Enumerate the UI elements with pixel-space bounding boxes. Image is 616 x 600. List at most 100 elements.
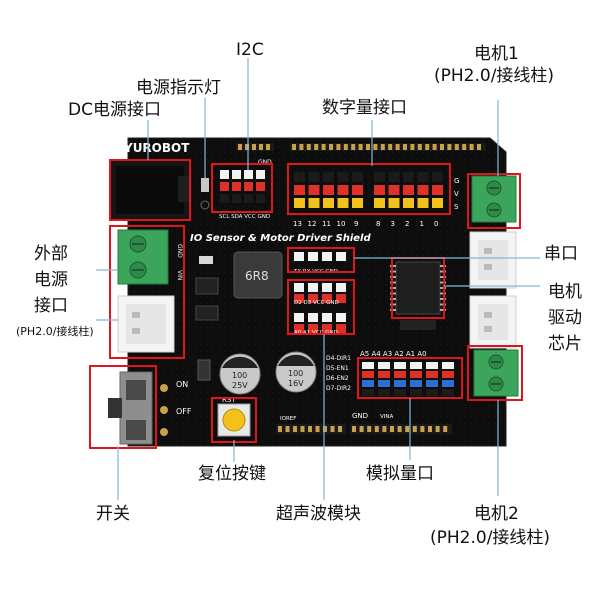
bottom-pin — [390, 426, 394, 432]
top-pin — [358, 144, 363, 150]
capacitor-25v: 100 25V — [219, 353, 261, 395]
label-driver-1: 电机 — [548, 282, 582, 302]
switch-knob[interactable] — [108, 398, 122, 418]
digital-pin — [374, 172, 385, 182]
digital-pin — [308, 198, 320, 208]
analog-pin — [394, 389, 406, 396]
ultrasonic-pin — [336, 294, 346, 303]
digital-number: 10 — [337, 220, 346, 228]
bottom-pin — [428, 426, 432, 432]
diode-2 — [197, 359, 211, 381]
label-ultrasonic: 超声波模块 — [276, 504, 361, 524]
ultrasonic-pin — [294, 283, 304, 292]
analog-pin — [362, 362, 374, 369]
hl-uart — [287, 247, 355, 273]
bottom-pin — [285, 426, 290, 432]
inductor-mark: 6R8 — [245, 269, 269, 283]
analog-pin — [378, 389, 390, 396]
bottom-pin — [397, 426, 402, 432]
reset-button[interactable] — [217, 403, 251, 437]
bottom-pin — [352, 426, 356, 432]
ioref-silk: IOREF — [280, 416, 296, 422]
bottom-pin — [323, 426, 327, 432]
digital-pin — [432, 198, 443, 208]
top-pin — [410, 144, 415, 150]
analog-pin — [426, 371, 438, 378]
ultrasonic-pin — [308, 294, 318, 303]
digital-pin — [403, 185, 414, 195]
analog-pin — [378, 380, 390, 387]
digital-number: 12 — [308, 220, 317, 228]
ultrasonic-pin — [322, 324, 332, 333]
analog-pin — [442, 362, 454, 369]
i2c-pin — [256, 182, 265, 191]
digital-pin — [337, 185, 349, 195]
top-pin — [380, 144, 385, 150]
digital-number: 0 — [434, 220, 438, 228]
top-pin — [336, 144, 341, 150]
ultrasonic-pin — [294, 294, 304, 303]
vina-silk: VINA — [380, 414, 393, 420]
top-pin — [259, 144, 263, 150]
uart-header — [294, 252, 346, 261]
power-switch[interactable] — [108, 371, 168, 445]
digital-pin — [308, 185, 320, 195]
i2c-pin — [220, 170, 229, 179]
motor-pin-label: D6-EN2 — [326, 375, 349, 382]
i2c-pin — [232, 170, 241, 179]
top-pin — [469, 144, 474, 150]
ext-power-terminal — [117, 229, 169, 285]
label-ext-power-2: 电源 — [34, 270, 68, 290]
top-pin — [395, 144, 400, 150]
label-ext-power-4: (PH2.0/接线柱) — [16, 325, 94, 338]
digital-pin — [308, 172, 320, 182]
analog-header-silk: A5 A4 A3 A2 A1 A0 — [360, 350, 427, 358]
label-ext-power-1: 外部 — [34, 244, 68, 264]
digital-pin — [294, 172, 305, 182]
hl-motor1 — [467, 173, 521, 229]
top-pin — [462, 144, 467, 150]
leader-lines — [96, 58, 540, 500]
digital-number: 8 — [376, 220, 380, 228]
digital-pin — [294, 198, 305, 208]
label-motor2-sub: (PH2.0/接线柱) — [430, 528, 551, 548]
motor1-terminal — [471, 175, 517, 223]
digital-pin — [352, 185, 363, 195]
i2c-pin — [232, 194, 241, 203]
top-pin — [403, 144, 407, 150]
top-header-right — [290, 143, 486, 151]
bottom-pin — [367, 426, 372, 432]
i2c-pin — [256, 194, 265, 203]
digital-number: 11 — [322, 220, 331, 228]
analog-pin — [362, 371, 374, 378]
label-analog: 模拟量口 — [366, 464, 434, 484]
digital-number: 3 — [391, 220, 395, 228]
ultrasonic-pin — [294, 324, 304, 333]
top-pin — [417, 144, 422, 150]
ultrasonic-pin — [294, 313, 304, 322]
bottom-pin — [443, 426, 448, 432]
bottom-pin — [330, 426, 335, 432]
digital-pin — [403, 198, 414, 208]
analog-pin — [410, 371, 422, 378]
uart-pin — [308, 252, 318, 261]
digital-gv-s: S — [454, 203, 459, 211]
ultrasonic-pin — [336, 283, 346, 292]
i2c-pin — [220, 194, 229, 203]
analog-pin — [378, 362, 390, 369]
hl-dc-power — [109, 159, 191, 221]
bottom-pin — [300, 426, 305, 432]
analog-pin — [442, 371, 454, 378]
label-switch: 开关 — [96, 504, 130, 524]
bottom-pin — [435, 426, 440, 432]
brand-text: YUROBOT — [123, 141, 190, 155]
top-pin — [373, 144, 378, 150]
hl-ultrasonic — [287, 279, 355, 335]
digital-gv-v: V — [454, 190, 459, 198]
top-pin — [299, 144, 304, 150]
digital-pin — [323, 185, 334, 195]
i2c-pin — [244, 182, 253, 191]
i2c-header — [220, 170, 265, 203]
analog-pin — [394, 371, 406, 378]
